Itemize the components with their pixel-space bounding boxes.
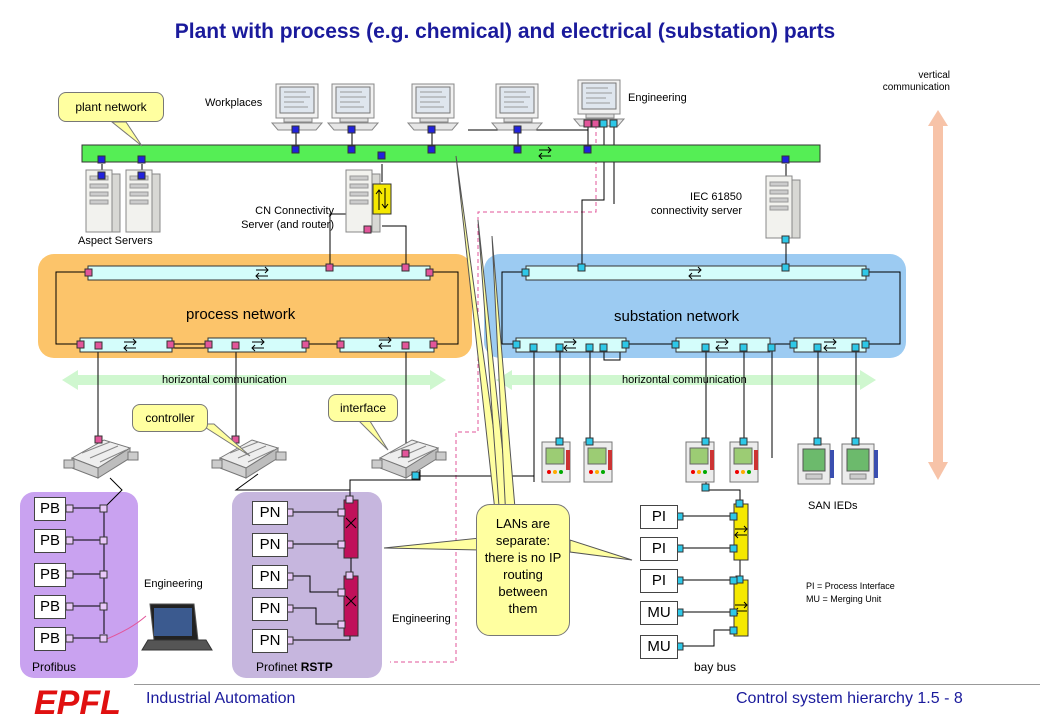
pb-box: PB (34, 627, 66, 651)
pb-box: PB (34, 529, 66, 553)
engineering-left-label: Engineering (144, 578, 203, 590)
san-ieds-label: SAN IEDs (808, 500, 858, 512)
mu-box: MU (640, 601, 678, 625)
engineering-top-label: Engineering (628, 92, 687, 104)
vertical-communication-label: vertical communication (882, 70, 950, 93)
profinet-label: Profinet RSTP (256, 660, 333, 674)
footer-right: Control system hierarchy 1.5 - 8 (736, 690, 963, 707)
pi-box: PI (640, 505, 678, 529)
footer-left: Industrial Automation (146, 690, 296, 707)
controller-callout: controller (132, 404, 208, 432)
pn-box: PN (252, 565, 288, 589)
substation-network-label: substation network (614, 308, 740, 325)
rstp-text: RSTP (300, 660, 333, 674)
horizontal-communication-left-label: horizontal communication (162, 374, 287, 386)
interface-callout: interface (328, 394, 398, 422)
lans-separate-callout: LANs are separate: there is no IP routin… (476, 504, 570, 636)
epfl-logo: EPFL (34, 684, 121, 720)
legend-mu: MU = Merging Unit (806, 594, 882, 604)
iec-server-label: IEC 61850 connectivity server (650, 191, 742, 217)
pn-box: PN (252, 629, 288, 653)
workplaces-label: Workplaces (205, 97, 263, 109)
legend-pi: PI = Process Interface (806, 581, 895, 591)
pi-box: PI (640, 569, 678, 593)
pb-box: PB (34, 595, 66, 619)
engineering-mid-label: Engineering (392, 613, 451, 625)
bay-bus-label: bay bus (694, 660, 737, 674)
mu-box: MU (640, 635, 678, 659)
pb-box: PB (34, 497, 66, 521)
pb-box: PB (34, 563, 66, 587)
horizontal-communication-right-label: horizontal communication (622, 374, 747, 386)
process-network-label: process network (186, 306, 296, 323)
cn-connectivity-label: CN Connectivity Server (and router) (241, 205, 334, 231)
pn-box: PN (252, 597, 288, 621)
aspect-servers-label: Aspect Servers (78, 235, 153, 247)
pn-box: PN (252, 501, 288, 525)
pn-box: PN (252, 533, 288, 557)
plant-network-callout: plant network (58, 92, 164, 122)
profinet-text: Profinet (256, 660, 298, 674)
profibus-label: Profibus (32, 660, 77, 674)
pi-box: PI (640, 537, 678, 561)
page-title: Plant with process (e.g. chemical) and e… (174, 20, 836, 43)
